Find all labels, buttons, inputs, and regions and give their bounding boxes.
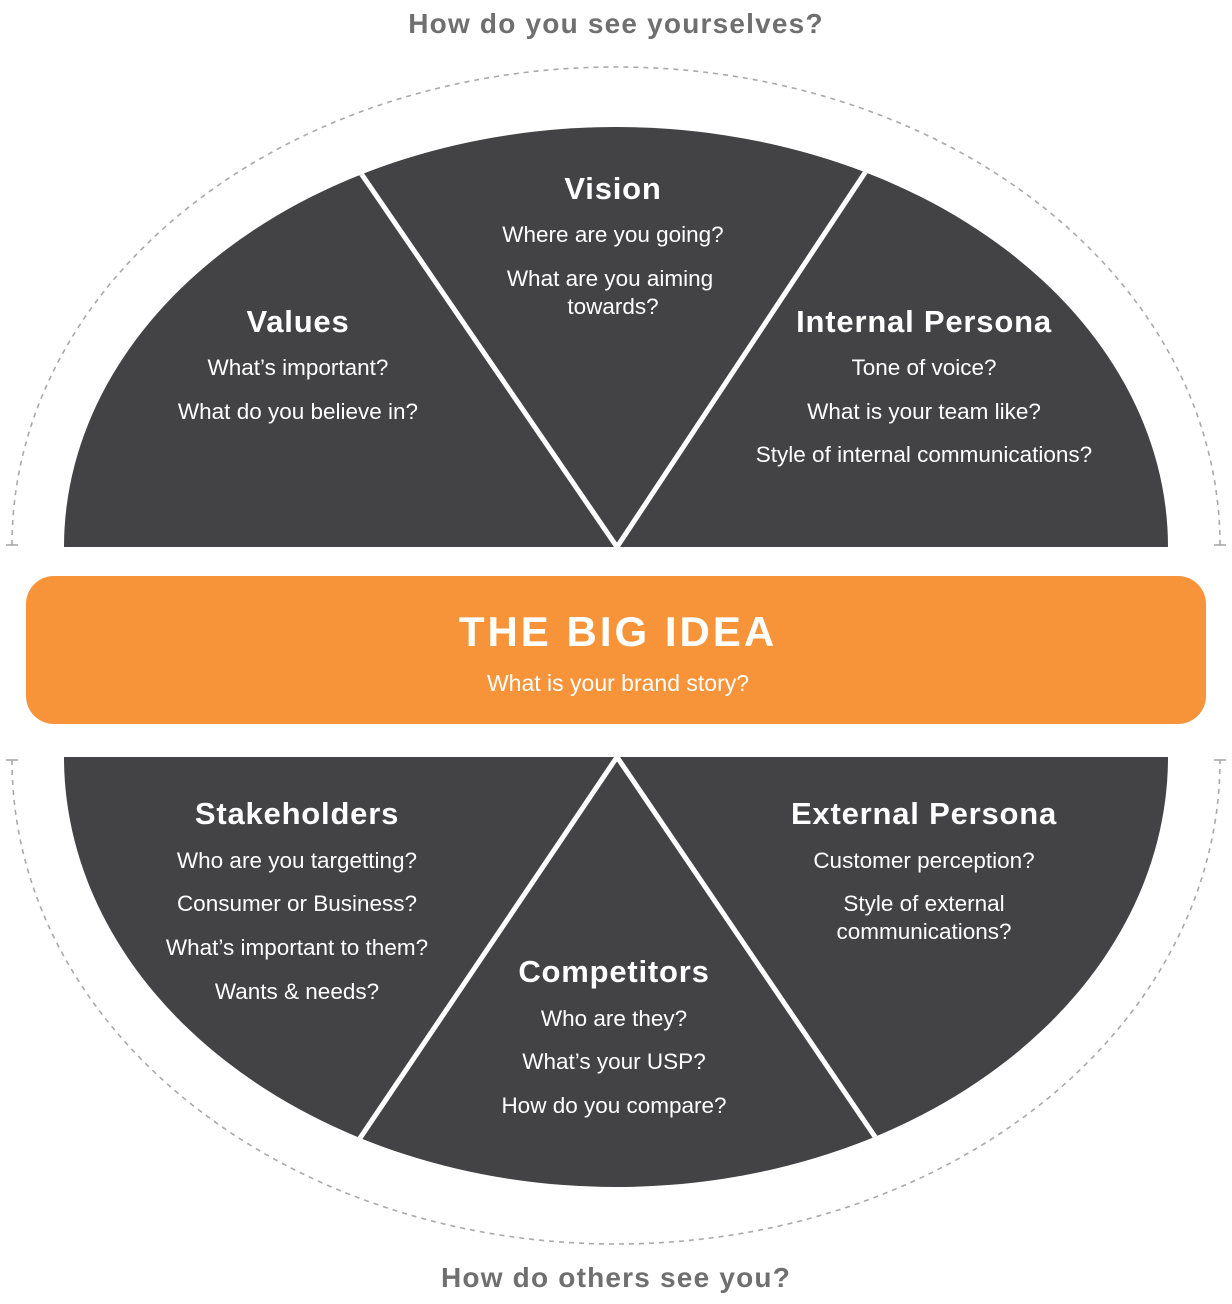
values-title: Values (246, 304, 349, 339)
vision-question: What are you aiming (507, 266, 713, 291)
divider-values-vision (342, 148, 620, 547)
external-persona-question: Customer perception? (813, 848, 1034, 873)
values-question: What’s important? (208, 355, 389, 380)
stakeholders-question: Consumer or Business? (177, 891, 417, 916)
stakeholders-question: What’s important to them? (166, 935, 428, 960)
internal-persona-question: What is your team like? (807, 399, 1041, 424)
big-idea-question: What is your brand story? (487, 670, 749, 696)
competitors-question: Who are they? (541, 1006, 687, 1031)
competitors-title: Competitors (518, 954, 709, 989)
big-idea-band (26, 576, 1206, 724)
dashed-outline-top (11, 66, 1221, 546)
vision-question: towards? (567, 294, 658, 319)
internal-persona-title: Internal Persona (796, 304, 1052, 339)
caption-bottom: How do others see you? (441, 1262, 791, 1293)
stakeholders-title: Stakeholders (195, 796, 399, 831)
stakeholders-question: Who are you targetting? (177, 848, 417, 873)
divider-stakeholders-competitors (349, 757, 620, 1152)
competitors-question: What’s your USP? (522, 1049, 705, 1074)
divider-competitors-external (614, 757, 887, 1152)
caption-top: How do you see yourselves? (408, 8, 824, 39)
big-idea-title: THE BIG IDEA (459, 608, 777, 655)
external-persona-question: communications? (836, 919, 1011, 944)
vision-question: Where are you going? (502, 222, 723, 247)
external-persona-question: Style of external (843, 891, 1004, 916)
external-persona-title: External Persona (791, 796, 1057, 831)
divider-vision-internal (614, 148, 883, 547)
stakeholders-question: Wants & needs? (215, 979, 379, 1004)
competitors-question: How do you compare? (501, 1093, 726, 1118)
internal-persona-question: Tone of voice? (851, 355, 996, 380)
internal-persona-question: Style of internal communications? (756, 442, 1092, 467)
values-question: What do you believe in? (178, 399, 418, 424)
vision-title: Vision (564, 171, 661, 206)
